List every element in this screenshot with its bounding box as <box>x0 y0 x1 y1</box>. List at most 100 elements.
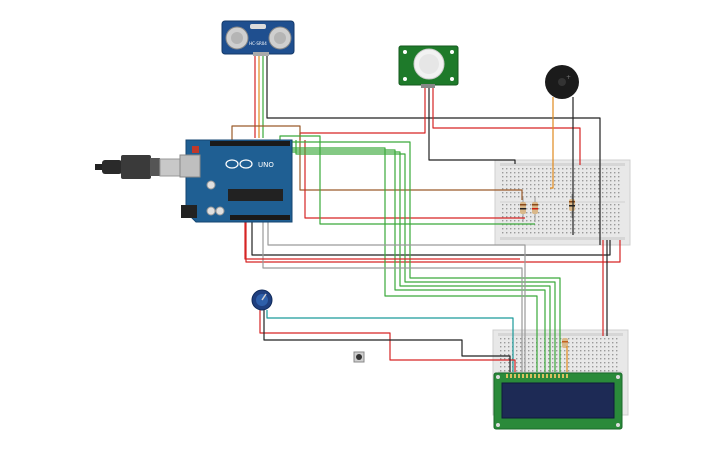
breadboard-hole <box>614 208 616 210</box>
piezo-buzzer[interactable]: + <box>545 65 579 99</box>
resistor-4[interactable] <box>562 338 568 348</box>
breadboard-hole <box>568 338 570 340</box>
breadboard-hole <box>580 350 582 352</box>
breadboard-hole <box>560 338 562 340</box>
breadboard-hole <box>538 228 540 230</box>
potentiometer[interactable] <box>251 289 273 311</box>
breadboard-hole <box>528 342 530 344</box>
breadboard-hole <box>610 232 612 234</box>
breadboard-hole <box>602 204 604 206</box>
breadboard-hole <box>606 184 608 186</box>
breadboard-hole <box>616 346 618 348</box>
breadboard-hole <box>590 232 592 234</box>
breadboard-hole <box>582 180 584 182</box>
breadboard-hole <box>602 184 604 186</box>
breadboard-hole <box>582 188 584 190</box>
breadboard-hole <box>598 212 600 214</box>
breadboard-hole <box>574 224 576 226</box>
breadboard-hole <box>562 232 564 234</box>
breadboard-hole <box>550 208 552 210</box>
resistor-2[interactable] <box>532 196 538 222</box>
breadboard-hole <box>502 220 504 222</box>
breadboard-hole <box>506 232 508 234</box>
breadboard-hole <box>610 220 612 222</box>
breadboard-hole <box>532 350 534 352</box>
breadboard-hole <box>546 204 548 206</box>
breadboard-hole <box>560 354 562 356</box>
breadboard-hole <box>572 366 574 368</box>
breadboard-hole <box>526 208 528 210</box>
breadboard-hole <box>594 220 596 222</box>
breadboard-hole <box>556 342 558 344</box>
breadboard-hole <box>590 216 592 218</box>
breadboard-hole <box>538 176 540 178</box>
breadboard-hole <box>566 196 568 198</box>
pir-sensor[interactable] <box>398 45 459 88</box>
breadboard-hole <box>506 168 508 170</box>
breadboard-hole <box>552 338 554 340</box>
breadboard-hole <box>506 224 508 226</box>
breadboard-hole <box>610 172 612 174</box>
lcd-display[interactable] <box>493 372 623 430</box>
breadboard-hole <box>510 196 512 198</box>
breadboard-hole <box>614 232 616 234</box>
breadboard-hole <box>542 196 544 198</box>
breadboard-hole <box>518 228 520 230</box>
breadboard-hole <box>590 208 592 210</box>
breadboard-hole <box>576 358 578 360</box>
wire-green-1 <box>279 135 535 225</box>
ultrasonic-sensor[interactable]: HC-SR04 <box>221 20 295 56</box>
breadboard-hole <box>548 362 550 364</box>
breadboard-hole <box>546 216 548 218</box>
breadboard-hole <box>534 168 536 170</box>
breadboard-hole <box>556 354 558 356</box>
breadboard-hole <box>572 370 574 372</box>
wire-black-pot <box>263 310 511 372</box>
pushbutton[interactable] <box>353 351 365 363</box>
breadboard-hole <box>516 362 518 364</box>
breadboard-hole <box>582 212 584 214</box>
breadboard-hole <box>530 176 532 178</box>
breadboard-hole <box>618 224 620 226</box>
breadboard-hole <box>520 354 522 356</box>
breadboard-hole <box>518 188 520 190</box>
breadboard-hole <box>598 188 600 190</box>
breadboard-hole <box>610 212 612 214</box>
breadboard-hole <box>548 338 550 340</box>
breadboard-hole <box>594 176 596 178</box>
breadboard-hole <box>538 232 540 234</box>
breadboard-hole <box>610 180 612 182</box>
breadboard-hole <box>530 212 532 214</box>
breadboard-hole <box>518 172 520 174</box>
breadboard-hole <box>530 216 532 218</box>
wire-black-gnd <box>251 222 611 256</box>
breadboard-hole <box>518 220 520 222</box>
breadboard-hole <box>514 168 516 170</box>
breadboard-hole <box>566 180 568 182</box>
breadboard-hole <box>526 232 528 234</box>
breadboard-hole <box>606 204 608 206</box>
breadboard-hole <box>548 342 550 344</box>
reset-button[interactable] <box>192 146 199 153</box>
breadboard-hole <box>598 216 600 218</box>
breadboard-hole <box>574 184 576 186</box>
breadboard-hole <box>586 232 588 234</box>
arduino-uno[interactable]: UNO <box>179 139 293 223</box>
breadboard-hole <box>606 192 608 194</box>
breadboard-hole <box>538 212 540 214</box>
breadboard-hole <box>510 172 512 174</box>
breadboard-top[interactable] <box>494 159 631 246</box>
breadboard-hole <box>530 192 532 194</box>
breadboard-hole <box>522 184 524 186</box>
breadboard-hole <box>552 350 554 352</box>
lcd-pin <box>542 374 544 378</box>
breadboard-hole <box>502 232 504 234</box>
breadboard-hole <box>530 208 532 210</box>
breadboard-hole <box>546 220 548 222</box>
breadboard-hole <box>508 338 510 340</box>
breadboard-hole <box>538 184 540 186</box>
wire-red-3 <box>244 222 520 260</box>
breadboard-hole <box>582 224 584 226</box>
lcd-pin <box>510 374 512 378</box>
breadboard-hole <box>540 354 542 356</box>
